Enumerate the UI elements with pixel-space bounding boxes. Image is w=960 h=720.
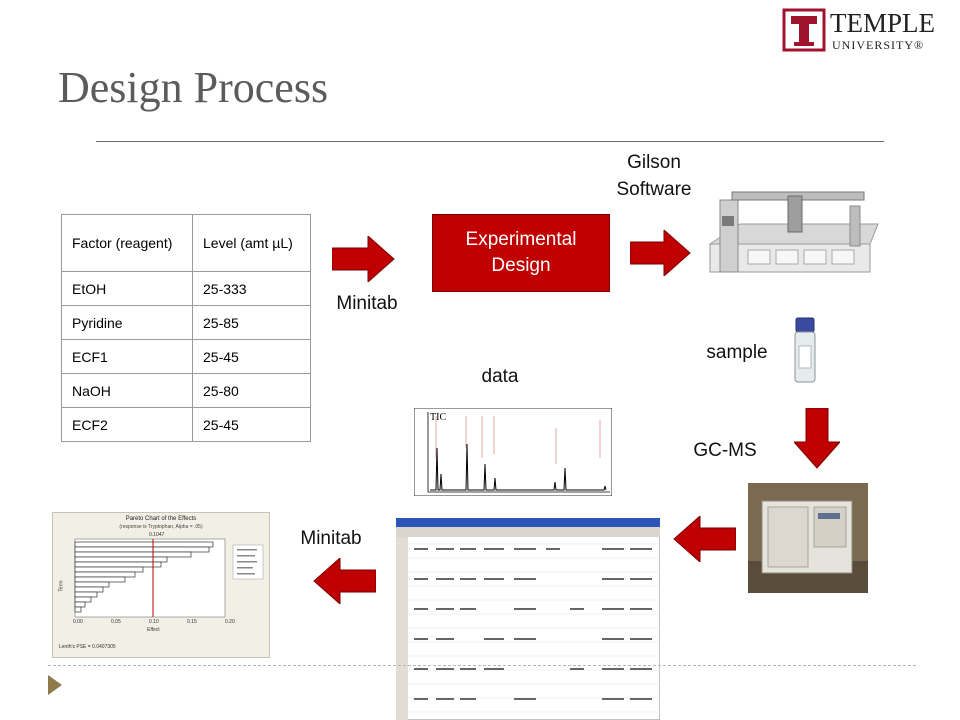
arrow-left-icon	[313, 558, 376, 604]
pareto-chart-image: Pareto Chart of the Effects (response is…	[52, 512, 270, 658]
arrow-right-icon	[630, 230, 691, 276]
sample-vial-image	[794, 317, 816, 383]
logo-wordmark: TEMPLE	[830, 8, 935, 38]
table-cell: ECF2	[61, 407, 193, 442]
chromatogram-label: TIC	[430, 412, 446, 423]
pareto-xtick: 0.15	[187, 619, 197, 625]
table-cell: 25-80	[192, 373, 311, 408]
data-label: data	[481, 366, 519, 387]
table-row: NaOH 25-80	[61, 373, 311, 408]
table-cell: 25-85	[192, 305, 311, 340]
pareto-subtitle: (response is Tryptophan, Alpha = .05)	[119, 524, 203, 530]
table-row: EtOH 25-333	[61, 271, 311, 306]
pareto-bars	[74, 538, 264, 618]
footer-bullet-icon	[48, 675, 62, 695]
footer-divider	[48, 665, 916, 666]
pareto-xtick: 0.05	[111, 619, 121, 625]
pareto-xlabel: Effect	[147, 627, 160, 633]
title-divider	[96, 141, 884, 142]
minitab-label-bottom: Minitab	[300, 528, 362, 549]
data-table-screenshot	[396, 518, 660, 720]
pareto-xtick: 0.00	[73, 619, 83, 625]
table-row: Pyridine 25-85	[61, 305, 311, 340]
table-header-factor: Factor (reagent)	[61, 214, 193, 272]
table-row: ECF1 25-45	[61, 339, 311, 374]
arrow-right-icon	[332, 236, 395, 282]
liquid-handler-image	[708, 191, 879, 273]
minitab-label-top: Minitab	[336, 293, 398, 314]
pareto-xtick: 0.10	[149, 619, 159, 625]
table-cell: NaOH	[61, 373, 193, 408]
table-cell: 25-45	[192, 339, 311, 374]
pareto-title: Pareto Chart of the Effects	[125, 516, 197, 522]
pareto-footer: Lenth's PSE = 0.0407305	[59, 644, 116, 650]
pareto-xtick: 0.20	[225, 619, 235, 625]
table-header-level: Level (amt µL)	[192, 214, 311, 272]
experimental-design-label: Experimental Design	[465, 229, 577, 276]
slide-title: Design Process	[58, 63, 329, 112]
logo-subtext: UNIVERSITY®	[832, 38, 925, 52]
table-cell: EtOH	[61, 271, 193, 306]
temple-t-icon	[782, 8, 826, 52]
pareto-ylabel: Term	[58, 580, 65, 592]
table-cell: Pyridine	[61, 305, 193, 340]
gcms-instrument-image	[748, 483, 868, 593]
table-cell: ECF1	[61, 339, 193, 374]
sample-label: sample	[706, 342, 768, 363]
arrow-down-icon	[794, 408, 840, 469]
temple-logo: TEMPLE UNIVERSITY®	[782, 8, 942, 54]
arrow-left-icon	[673, 516, 736, 562]
factor-table: Factor (reagent) Level (amt µL) EtOH 25-…	[61, 214, 311, 442]
gilson-software-label: Gilson Software	[616, 152, 692, 200]
experimental-design-box: Experimental Design	[432, 214, 610, 292]
table-header-row: Factor (reagent) Level (amt µL)	[61, 214, 311, 272]
table-cell: 25-45	[192, 407, 311, 442]
table-row: ECF2 25-45	[61, 407, 311, 442]
pareto-ref-value: 0.1047	[149, 532, 165, 538]
chromatogram-image: TIC	[414, 408, 612, 496]
table-cell: 25-333	[192, 271, 311, 306]
gcms-label: GC-MS	[693, 440, 757, 461]
